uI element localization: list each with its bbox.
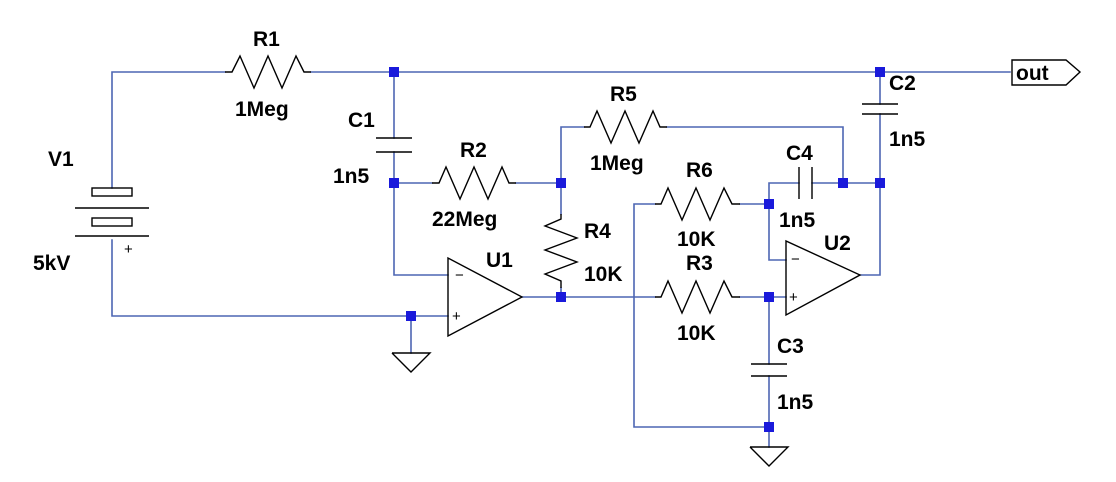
r6-value: 10K bbox=[677, 228, 716, 251]
v1-plus-sign: + bbox=[124, 241, 133, 258]
opamp-u2: − + bbox=[785, 239, 862, 317]
r2-value: 22Meg bbox=[432, 208, 497, 231]
opamp-u1: − + bbox=[447, 256, 524, 338]
r3-name: R3 bbox=[686, 252, 713, 275]
u2-name: U2 bbox=[824, 232, 851, 255]
ground-symbol-c3 bbox=[749, 446, 790, 467]
c4-value: 1n5 bbox=[779, 209, 816, 232]
r4-value: 10K bbox=[584, 263, 623, 286]
junctions bbox=[389, 67, 885, 432]
u1-minus-sign: − bbox=[455, 267, 464, 284]
wire-v1-to-r1 bbox=[111, 71, 226, 189]
v1-value: 5kV bbox=[33, 252, 70, 275]
r4-name: R4 bbox=[584, 220, 611, 243]
c3-name: C3 bbox=[777, 335, 804, 358]
r6-name: R6 bbox=[686, 159, 713, 182]
capacitor-c3 bbox=[751, 363, 787, 377]
junction-dot bbox=[875, 67, 885, 77]
capacitor-c1 bbox=[376, 137, 412, 153]
resistors bbox=[225, 54, 740, 315]
resistor-r4 bbox=[543, 214, 579, 288]
resistor-r3 bbox=[655, 279, 740, 315]
r3-value: 10K bbox=[677, 322, 716, 345]
wires bbox=[111, 71, 1011, 448]
r5-value: 1Meg bbox=[590, 152, 644, 175]
wire-r5-to-c4 bbox=[666, 126, 844, 184]
wire-v1-to-ground bbox=[111, 239, 449, 317]
output-port: out bbox=[1011, 59, 1082, 86]
c3-value: 1n5 bbox=[777, 391, 814, 414]
r5-name: R5 bbox=[610, 83, 637, 106]
c2-value: 1n5 bbox=[889, 128, 926, 151]
resistor-r2 bbox=[432, 165, 516, 201]
wire-r6-to-u2-minus bbox=[739, 203, 787, 261]
junction-dot bbox=[764, 199, 774, 209]
u1-name: U1 bbox=[486, 249, 513, 272]
v1-name: V1 bbox=[48, 148, 74, 171]
capacitor-c2 bbox=[862, 103, 898, 115]
junction-dot bbox=[764, 292, 774, 302]
junction-dot bbox=[556, 178, 566, 188]
u2-plus-sign: + bbox=[789, 289, 798, 306]
wire-u2-out bbox=[859, 182, 881, 276]
junction-dot bbox=[875, 178, 885, 188]
wire-c4-left bbox=[768, 182, 800, 205]
junction-dot bbox=[556, 292, 566, 302]
resistor-r5 bbox=[584, 109, 667, 145]
r1-name: R1 bbox=[253, 28, 280, 51]
c2-name: C2 bbox=[889, 72, 916, 95]
c1-value: 1n5 bbox=[333, 165, 370, 188]
junction-dot bbox=[389, 178, 399, 188]
junction-dot bbox=[764, 422, 774, 432]
capacitor-c4 bbox=[798, 167, 813, 199]
resistor-r6 bbox=[655, 186, 740, 222]
component-labels: R1 1Meg V1 5kV C1 1n5 R2 22Meg R5 1Meg R… bbox=[33, 28, 926, 414]
ground-symbol-u1 bbox=[391, 352, 432, 373]
output-port-label: out bbox=[1016, 62, 1049, 85]
wire-loop-to-r6 bbox=[633, 203, 770, 428]
capacitors bbox=[376, 103, 898, 377]
junction-dot bbox=[838, 178, 848, 188]
u1-plus-sign: + bbox=[452, 308, 461, 325]
c4-name: C4 bbox=[786, 142, 813, 165]
wire-node-to-r5 bbox=[560, 126, 585, 184]
c1-name: C1 bbox=[348, 109, 375, 132]
r2-name: R2 bbox=[460, 139, 487, 162]
voltage-source-v1: + bbox=[75, 187, 149, 258]
junction-dot bbox=[389, 67, 399, 77]
wire-c1-to-u1-minus bbox=[393, 182, 449, 276]
resistor-r1 bbox=[225, 54, 311, 90]
r1-value: 1Meg bbox=[235, 98, 289, 121]
junction-dot bbox=[406, 311, 416, 321]
u2-minus-sign: − bbox=[791, 251, 800, 268]
